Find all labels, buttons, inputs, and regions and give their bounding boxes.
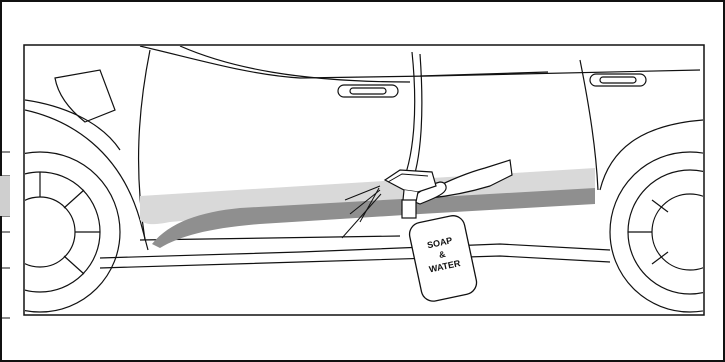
bottle-label-line2: & [438,249,447,260]
edge-ticks [0,151,10,319]
spray-lines [341,185,382,239]
spray-bottle-icon: SOAP & WATER [383,169,478,302]
car-body [25,46,703,313]
rocker-dark [152,188,595,248]
hand-icon [408,159,513,205]
